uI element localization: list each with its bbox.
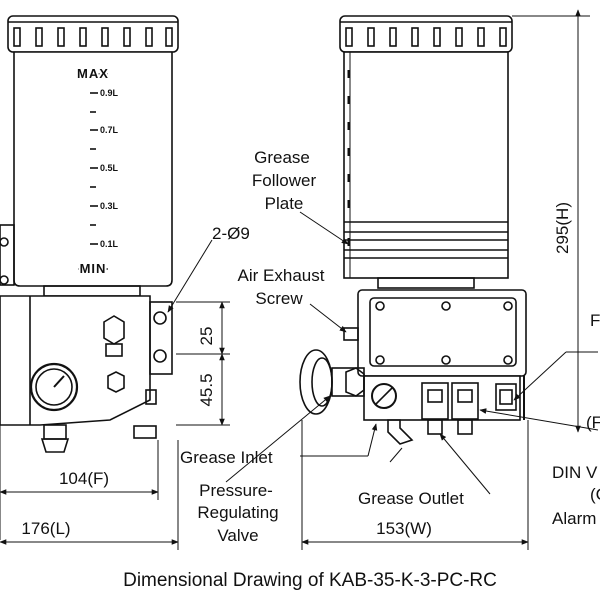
left-cap-ribs bbox=[13, 27, 173, 47]
callout-labels: Grease Follower Plate 2-Ø9 Air Exhaust S… bbox=[180, 148, 600, 545]
label-screw: Screw bbox=[255, 289, 303, 308]
label-plate: Plate bbox=[265, 194, 304, 213]
dim-height: 295(H) bbox=[553, 202, 572, 254]
dimension-values: 295(H) 25 45.5 104(F) 176(L) 153(W) bbox=[21, 202, 572, 538]
right-view bbox=[299, 15, 527, 445]
label-right-mid-partial: (F bbox=[586, 413, 600, 432]
pressure-gauge bbox=[29, 362, 79, 412]
label-grease-outlet: Grease Outlet bbox=[358, 489, 464, 508]
min-label: MIN bbox=[80, 261, 107, 276]
label-pressure: Pressure- bbox=[199, 481, 273, 500]
pressure-regulating-valve bbox=[299, 349, 333, 415]
label-air-exhaust: Air Exhaust bbox=[238, 266, 325, 285]
left-pump-body bbox=[0, 295, 151, 426]
right-reservoir bbox=[343, 51, 509, 279]
din-connector-1 bbox=[421, 382, 449, 420]
label-right-top-partial: F bbox=[590, 311, 600, 330]
graduation-0-3: 0.3L bbox=[100, 201, 119, 211]
graduation-0-5: 0.5L bbox=[100, 163, 119, 173]
din-connector-2 bbox=[451, 382, 479, 420]
label-grease-inlet: Grease Inlet bbox=[180, 448, 273, 467]
graduation-0-7: 0.7L bbox=[100, 125, 119, 135]
left-view bbox=[0, 15, 179, 540]
dim-length: 176(L) bbox=[21, 519, 70, 538]
dim-front: 104(F) bbox=[59, 469, 109, 488]
reservoir-graduations: MAX 0.9L 0.7L 0.5L 0.3L 0.1L MIN bbox=[75, 64, 119, 278]
left-mounting-plate bbox=[149, 301, 173, 375]
graduation-0-1: 0.1L bbox=[100, 239, 119, 249]
label-regulating: Regulating bbox=[197, 503, 278, 522]
dim-25: 25 bbox=[197, 327, 216, 346]
label-din-c: (C bbox=[590, 485, 600, 504]
label-valve: Valve bbox=[217, 526, 258, 545]
label-alarm: Alarm bbox=[552, 509, 596, 528]
dimension-lines bbox=[0, 9, 599, 550]
label-grease: Grease bbox=[254, 148, 310, 167]
max-label: MAX bbox=[77, 66, 109, 81]
dim-45-5: 45.5 bbox=[197, 373, 216, 406]
label-din-valve: DIN V bbox=[552, 463, 598, 482]
left-reservoir bbox=[13, 51, 173, 287]
label-follower: Follower bbox=[252, 171, 317, 190]
graduation-0-9: 0.9L bbox=[100, 88, 119, 98]
label-mounting-holes: 2-Ø9 bbox=[212, 224, 250, 243]
drawing-caption: Dimensional Drawing of KAB-35-K-3-PC-RC bbox=[123, 570, 497, 591]
follower-plate bbox=[344, 221, 508, 259]
dim-width: 153(W) bbox=[376, 519, 432, 538]
